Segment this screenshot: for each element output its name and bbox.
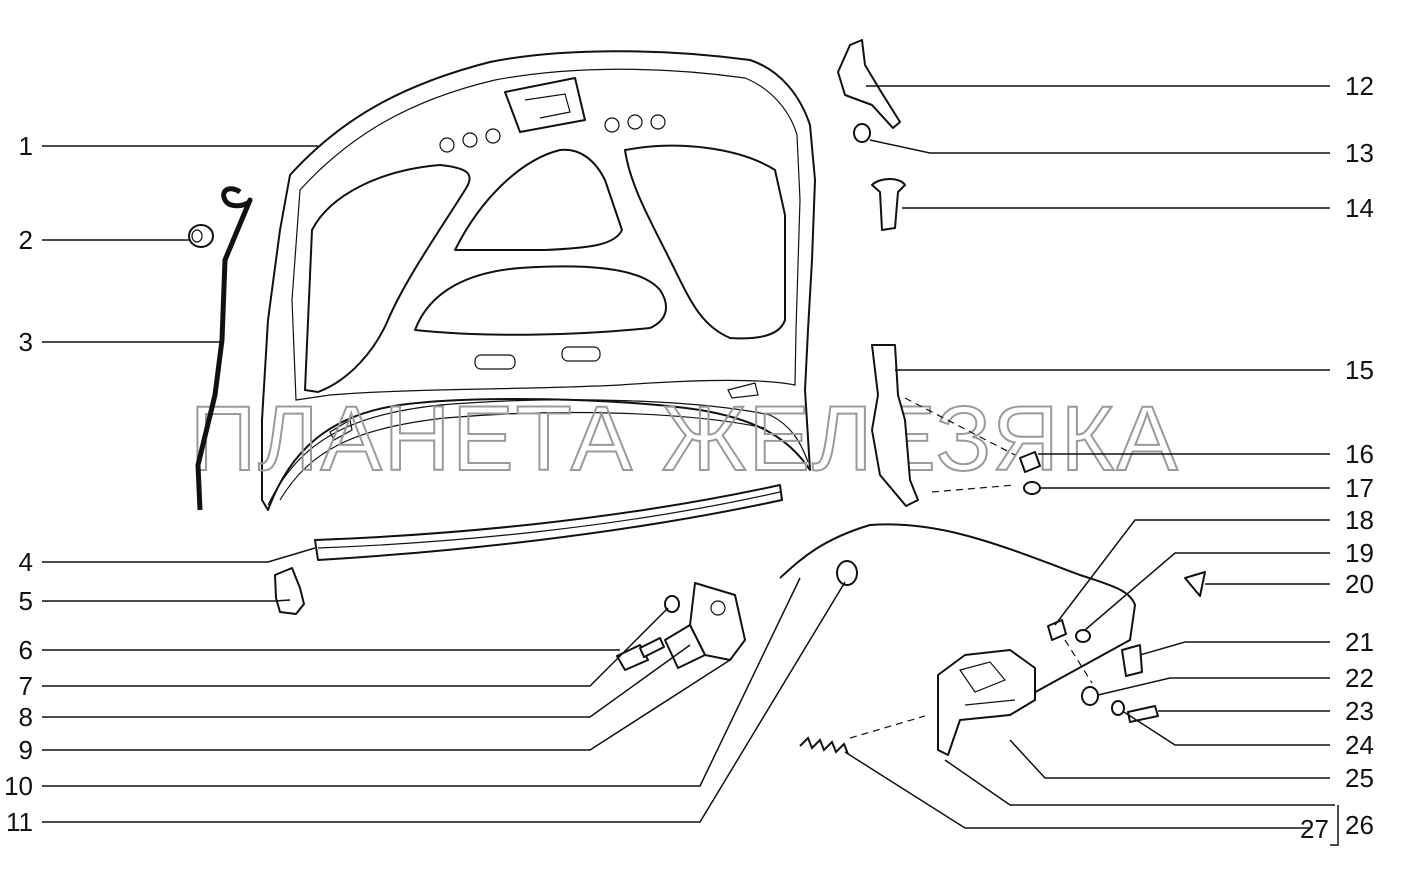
nut-16 — [1019, 451, 1041, 473]
rubber-buffer — [871, 178, 906, 231]
hinge-bolt — [616, 637, 665, 671]
callout-18: 18 — [1345, 505, 1374, 535]
callout-19: 19 — [1345, 538, 1374, 568]
nut-13 — [853, 123, 871, 143]
hood-lock — [937, 649, 1036, 756]
watermark: ПЛАНЕТА ЖЕЛЕЗЯКА — [190, 388, 1180, 490]
callout-11: 11 — [6, 807, 33, 837]
callout-27: 27 — [1300, 814, 1329, 844]
washer-7 — [664, 595, 680, 613]
hood-hinge — [664, 582, 746, 669]
washer-17 — [1023, 481, 1041, 495]
washer-24 — [1111, 700, 1125, 716]
callout-16: 16 — [1345, 439, 1374, 469]
callout-13: 13 — [1345, 138, 1374, 168]
callout-3: 3 — [19, 327, 33, 357]
callout-20: 20 — [1345, 569, 1374, 599]
callout-6: 6 — [19, 635, 33, 665]
plate-21 — [1121, 644, 1143, 677]
callout-numbers: 1 2 3 4 5 6 7 8 9 10 11 12 13 14 15 16 1… — [4, 71, 1374, 844]
hood-panel — [261, 50, 816, 511]
assembly-arrows — [849, 397, 1093, 739]
callout-21: 21 — [1345, 627, 1374, 657]
callout-22: 22 — [1345, 663, 1374, 693]
washer-22 — [1081, 686, 1099, 706]
callout-5: 5 — [19, 586, 33, 616]
callout-7: 7 — [19, 671, 33, 701]
hood-bumper-part — [188, 224, 214, 248]
cable-holder-clip — [1184, 571, 1206, 597]
callout-17: 17 — [1345, 473, 1374, 503]
seal-clip — [274, 567, 305, 615]
cable-clip — [836, 560, 858, 586]
leader-lines — [42, 85, 1339, 846]
bolt-23 — [1127, 705, 1159, 723]
hood-prop-rod — [195, 186, 253, 511]
callout-26: 26 — [1345, 810, 1374, 840]
callout-25: 25 — [1345, 763, 1374, 793]
lock-spring — [799, 736, 849, 755]
callout-15: 15 — [1345, 355, 1374, 385]
callout-24: 24 — [1345, 730, 1374, 760]
washer-19 — [1075, 629, 1091, 643]
callout-14: 14 — [1345, 193, 1374, 223]
safety-catch — [837, 39, 901, 129]
callout-8: 8 — [19, 702, 33, 732]
callout-1: 1 — [19, 131, 33, 161]
callout-2: 2 — [19, 225, 33, 255]
latch-bracket — [871, 344, 919, 507]
hood-seal — [314, 484, 783, 561]
callout-4: 4 — [19, 547, 33, 577]
callout-9: 9 — [19, 735, 33, 765]
callout-23: 23 — [1345, 696, 1374, 726]
release-cable — [779, 523, 1137, 696]
callout-10: 10 — [4, 771, 33, 801]
callout-12: 12 — [1345, 71, 1374, 101]
